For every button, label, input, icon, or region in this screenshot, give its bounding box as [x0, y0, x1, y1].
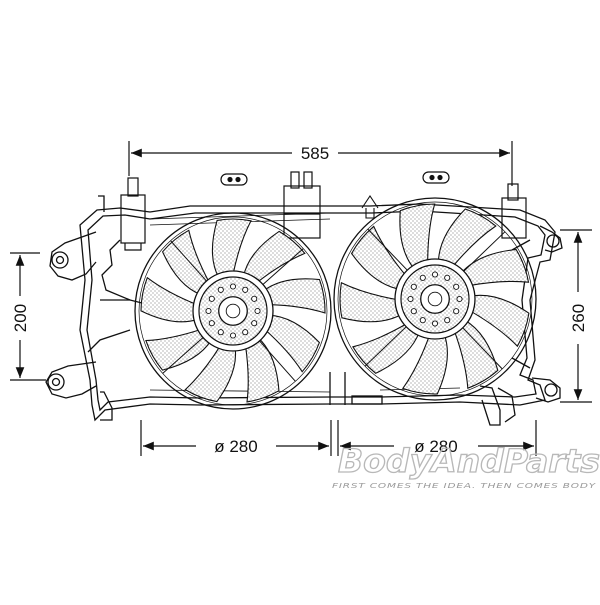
fan-hub-hole	[217, 286, 224, 293]
fan-strut	[170, 240, 207, 282]
dimension-height-right	[560, 229, 592, 403]
dimension-fan-right-diameter	[337, 420, 537, 456]
dimension-overall-width	[128, 141, 513, 186]
fan-strut	[462, 327, 503, 370]
connector-plug-left	[220, 173, 248, 186]
fan-blade	[339, 281, 403, 323]
fan-motor-cap	[420, 284, 450, 314]
fan-blade	[262, 278, 326, 314]
dimension-height-left-label: 200	[11, 304, 30, 332]
fan-strut	[364, 326, 407, 367]
dimension-overall-width-label: 585	[301, 144, 329, 163]
fan-hub-hole	[208, 295, 215, 302]
connector-center	[283, 171, 321, 239]
fan-ring-inner	[138, 216, 328, 406]
fan-strut	[367, 228, 408, 271]
shroud-frame	[45, 195, 563, 426]
fan-blade	[459, 248, 530, 287]
fan-blade	[145, 328, 213, 371]
fan-blade	[350, 225, 408, 291]
fan-hub-hole	[431, 271, 439, 278]
fan-blade	[140, 276, 199, 323]
fan-hub-hole	[229, 283, 237, 290]
fan-blade	[263, 314, 321, 373]
fan-blade	[211, 218, 252, 279]
fan-blade	[161, 229, 211, 296]
fan-blade	[244, 336, 280, 403]
fan-ring	[333, 197, 537, 401]
dimension-fan-left-diameter-label: ø 280	[214, 437, 257, 456]
fan-strut	[262, 248, 304, 285]
fan-hub-hole	[251, 320, 258, 327]
fan-blade	[453, 319, 499, 389]
fan-hub-hole	[444, 274, 451, 281]
connector-left	[120, 177, 146, 251]
fan-hub-hole	[217, 329, 224, 336]
fan-hub-hole	[251, 295, 258, 302]
fan-hub-hole	[453, 308, 460, 315]
fan-hub-hole	[205, 307, 212, 315]
fan-blade	[242, 230, 306, 284]
dimension-fan-right-diameter-label: ø 280	[414, 437, 457, 456]
fan-blade	[184, 344, 237, 403]
fan-hub-hole	[456, 295, 463, 303]
connector-plug-right	[422, 171, 450, 184]
fan-ring	[134, 212, 332, 410]
fan-blade	[401, 333, 448, 395]
fan-hub-hole	[419, 274, 426, 281]
fan-hub-hole	[453, 283, 460, 290]
watermark-brand: BodyAndParts	[338, 442, 600, 480]
watermark-logo: BodyAndParts FIRST COMES THE IDEA. THEN …	[332, 441, 600, 490]
wire-clip	[361, 195, 379, 219]
fan-hub-hole	[419, 317, 426, 324]
fan-hub-hole	[410, 308, 417, 315]
fan-blade	[352, 322, 421, 374]
fan-ring-inner	[337, 201, 533, 397]
fan-shaft	[427, 291, 443, 307]
fan-strut	[463, 231, 506, 272]
dimension-height-left	[10, 252, 46, 381]
dimension-height-right-label: 260	[569, 304, 588, 332]
fan-hub-hole	[444, 317, 451, 324]
fan-strut	[162, 337, 204, 374]
fan-strut	[259, 340, 296, 382]
fan-left	[134, 212, 332, 410]
fan-shaft	[225, 303, 241, 319]
watermark-tagline: FIRST COMES THE IDEA. THEN COMES BODY	[332, 481, 596, 490]
dimension-fan-left-diameter	[140, 420, 332, 456]
fan-hub-hole	[208, 320, 215, 327]
fan-hub-hole	[242, 286, 249, 293]
fan-motor-cap	[218, 296, 248, 326]
fan-right	[333, 197, 537, 401]
fan-blade	[468, 294, 530, 348]
fan-blade	[399, 203, 436, 271]
fan-hub-hole	[410, 283, 417, 290]
fan-hub-hole	[242, 329, 249, 336]
fan-hub-hole	[431, 320, 439, 327]
fan-blade	[437, 208, 497, 268]
connector-right	[501, 183, 527, 239]
fan-hub-hole	[229, 332, 237, 339]
fan-hub-hole	[254, 307, 261, 315]
fan-hub-hole	[407, 295, 414, 303]
